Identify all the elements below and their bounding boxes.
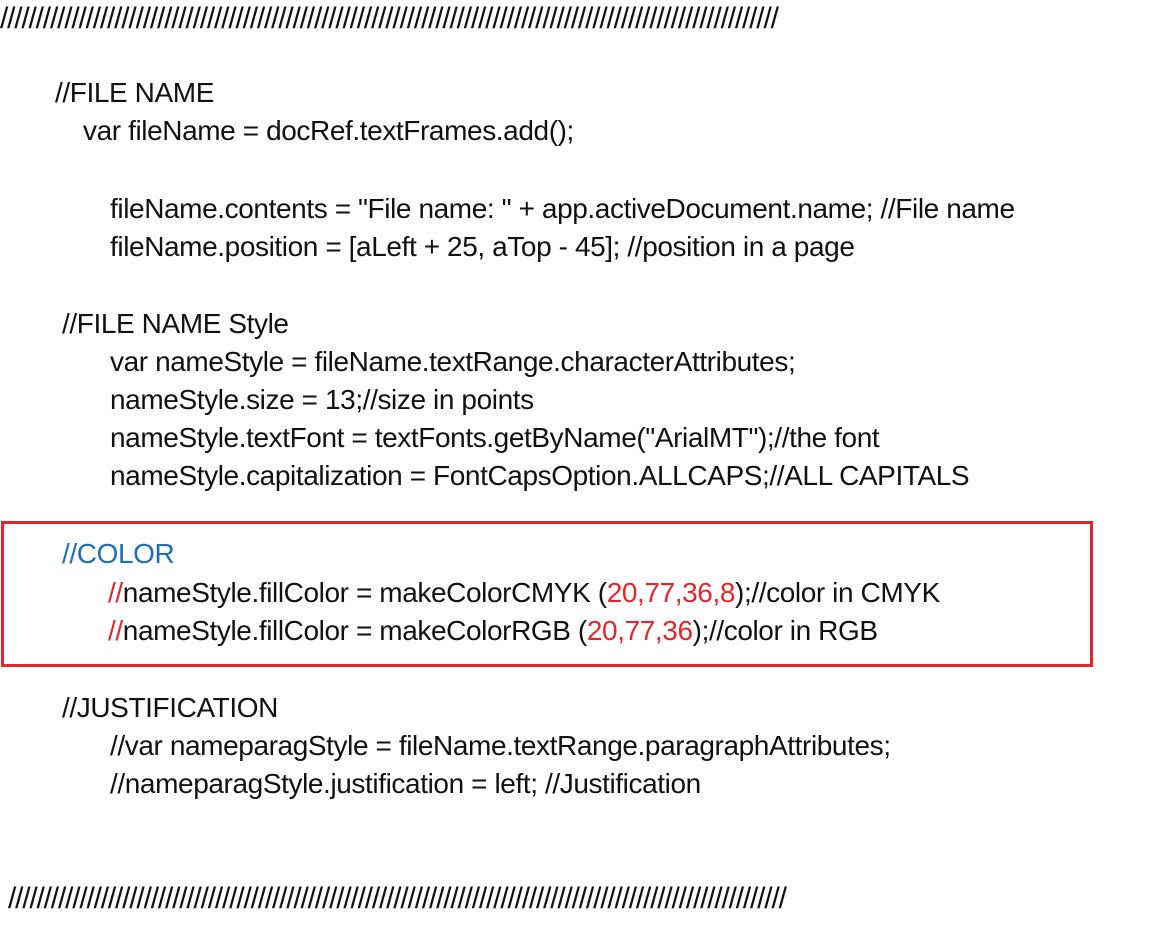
justification-declaration: //var nameparagStyle = fileName.textRang… — [110, 730, 891, 761]
bottom-slash-rule: ////////////////////////////////////////… — [8, 882, 787, 915]
file-name-contents-line: fileName.contents = "File name: " + app.… — [110, 193, 1015, 224]
style-declaration: var nameStyle = fileName.textRange.chara… — [110, 346, 796, 377]
top-slash-rule: ////////////////////////////////////////… — [0, 2, 779, 35]
rgb-code: nameStyle.fillColor = makeColorRGB ( — [122, 615, 587, 646]
style-font-line: nameStyle.textFont = textFonts.getByName… — [110, 422, 880, 453]
justification-comment: //JUSTIFICATION — [62, 692, 278, 723]
file-name-declaration: var fileName = docRef.textFrames.add(); — [83, 115, 574, 146]
file-name-comment: //FILE NAME — [55, 77, 214, 108]
style-size-line: nameStyle.size = 13;//size in points — [110, 384, 534, 415]
color-rgb-line: //nameStyle.fillColor = makeColorRGB (20… — [108, 614, 878, 648]
cmyk-code: nameStyle.fillColor = makeColorCMYK ( — [122, 577, 607, 608]
rgb-comment-prefix: // — [108, 615, 123, 646]
cmyk-values: 20,77,36,8 — [606, 577, 736, 608]
rgb-values: 20,77,36 — [586, 615, 693, 646]
rgb-suffix: );//color in RGB — [692, 615, 878, 646]
file-name-position-line: fileName.position = [aLeft + 25, aTop - … — [110, 231, 855, 262]
style-comment: //FILE NAME Style — [62, 308, 289, 339]
color-highlight-box — [1, 521, 1093, 667]
color-cmyk-line: //nameStyle.fillColor = makeColorCMYK (2… — [108, 576, 940, 610]
color-comment: //COLOR — [62, 538, 175, 569]
style-caps-line: nameStyle.capitalization = FontCapsOptio… — [110, 460, 970, 491]
cmyk-suffix: );//color in CMYK — [735, 577, 940, 608]
justification-setting-line: //nameparagStyle.justification = left; /… — [110, 768, 701, 799]
cmyk-comment-prefix: // — [108, 577, 123, 608]
